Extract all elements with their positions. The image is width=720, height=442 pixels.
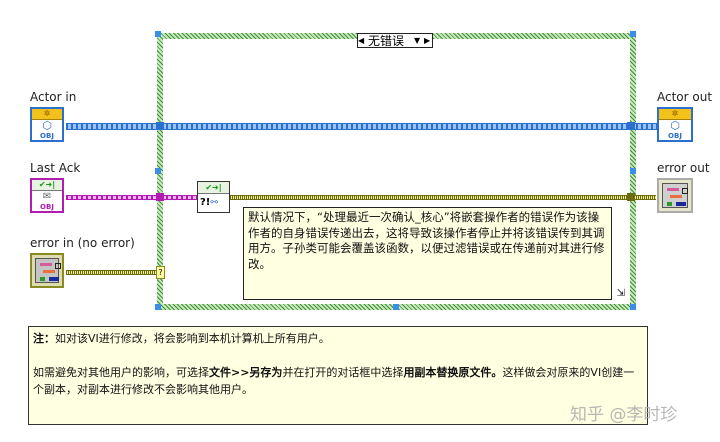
- option-name: 用副本替换原文件。: [403, 366, 503, 379]
- resize-handle[interactable]: [393, 304, 399, 310]
- last-ack-wire[interactable]: [66, 195, 198, 200]
- error-in-tunnel[interactable]: ?: [156, 266, 165, 279]
- actor-out-label: Actor out: [657, 90, 713, 104]
- error-cluster-icon: [662, 183, 688, 208]
- error-wire[interactable]: [230, 195, 656, 200]
- menu-path: 文件>>另存为: [209, 366, 283, 379]
- diagram-comment[interactable]: 默认情况下，“处理最近一次确认_核心”将嵌套操作者的错误作为该操作者的自身错误传…: [243, 207, 625, 300]
- handle-last-ack-core-subvi[interactable]: ✔➜| ?!⚯: [197, 181, 230, 213]
- watermark: 知乎 @李时珍: [570, 405, 678, 425]
- error-in-terminal[interactable]: [30, 253, 64, 288]
- case-selector-value: 无错误: [368, 34, 405, 48]
- error-out-terminal[interactable]: [657, 178, 693, 213]
- error-glasses-icon: ?!⚯: [200, 197, 218, 208]
- check-arrow-icon: ✔➜|: [198, 182, 229, 194]
- note-text: 并在打开的对话框中选择: [282, 366, 404, 379]
- obj-tag: OBJ: [40, 132, 54, 140]
- resize-corner-icon[interactable]: ⇲: [616, 287, 625, 299]
- case-selector[interactable]: ◀ 无错误 ▼ ▶: [357, 33, 433, 48]
- last-ack-label: Last Ack: [30, 161, 81, 175]
- note-comment[interactable]: 注：如对该VI进行修改，将会影响到本机计算机上所有用户。 如需避免对其他用户的影…: [28, 326, 648, 425]
- cube-icon: ⬡: [670, 119, 680, 132]
- gear-icon: ✲: [659, 109, 691, 120]
- note-text: 这样做会对原来的VI创建一个副本，对副本进行修改不会影响其他用户。: [33, 366, 635, 396]
- resize-handle[interactable]: [630, 168, 636, 174]
- resize-handle[interactable]: [630, 31, 636, 37]
- note-line-2: 如需避免对其他用户的影响，可选择文件>>另存为并在打开的对话框中选择用副本替换原…: [33, 364, 643, 398]
- subvi-glyph: ?!: [200, 197, 211, 208]
- error-output-tunnel[interactable]: [627, 193, 635, 201]
- actor-input-tunnel[interactable]: [156, 122, 164, 130]
- note-label: 注：: [33, 332, 55, 345]
- actor-output-tunnel[interactable]: [627, 122, 635, 130]
- check-arrow-icon: ✔➜|: [32, 180, 62, 191]
- chevron-down-icon[interactable]: ▼: [414, 36, 421, 45]
- resize-handle[interactable]: [630, 304, 636, 310]
- obj-tag: OBJ: [40, 203, 54, 211]
- note-text: 如需避免对其他用户的影响，可选择: [33, 366, 209, 379]
- resize-handle[interactable]: [155, 168, 161, 174]
- gear-icon: ✲: [32, 109, 62, 120]
- error-in-wire[interactable]: [66, 270, 158, 275]
- envelope-icon: ✉: [42, 191, 52, 202]
- next-case-icon[interactable]: ▶: [424, 36, 431, 45]
- comment-text: 默认情况下，“处理最近一次确认_核心”将嵌套操作者的错误作为该操作者的自身错误传…: [248, 210, 605, 271]
- last-ack-tunnel[interactable]: [156, 193, 164, 201]
- error-out-label: error out: [657, 161, 710, 175]
- last-ack-terminal[interactable]: ✔➜| ✉ OBJ: [30, 178, 64, 213]
- note-line-1: 注：如对该VI进行修改，将会影响到本机计算机上所有用户。: [33, 330, 643, 347]
- error-in-label: error in (no error): [30, 236, 135, 250]
- note-text: 如对该VI进行修改，将会影响到本机计算机上所有用户。: [55, 332, 330, 345]
- resize-handle[interactable]: [155, 31, 161, 37]
- actor-in-label: Actor in: [30, 90, 77, 104]
- error-cluster-icon: [35, 258, 61, 283]
- actor-out-terminal[interactable]: ✲ ⬡ OBJ: [657, 107, 693, 142]
- actor-in-terminal[interactable]: ✲ ⬡ OBJ: [30, 107, 64, 142]
- obj-tag: OBJ: [668, 132, 682, 140]
- resize-handle[interactable]: [155, 304, 161, 310]
- cube-icon: ⬡: [42, 119, 52, 132]
- prev-case-icon[interactable]: ◀: [358, 36, 365, 45]
- actor-wire[interactable]: [66, 123, 658, 130]
